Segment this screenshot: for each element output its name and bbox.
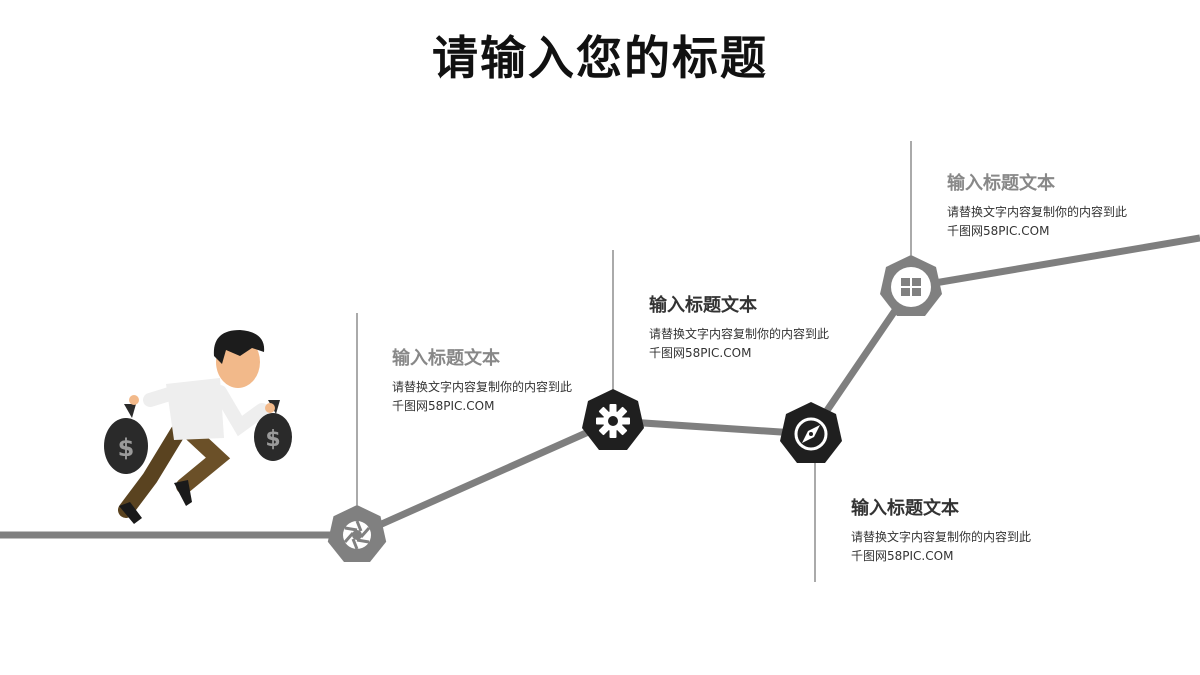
milestone-text-4: 输入标题文本 请替换文字内容复制你的内容到此 千图网58PIC.COM	[947, 169, 1177, 241]
milestone-node-4	[880, 255, 942, 316]
milestone-node-3	[780, 402, 842, 463]
milestone-heading: 输入标题文本	[649, 295, 757, 316]
milestone-heading: 输入标题文本	[392, 348, 500, 369]
page-title: 请输入您的标题	[432, 31, 768, 85]
man-running-illustration: $ $	[104, 330, 292, 524]
dollar-icon: $	[265, 427, 280, 452]
milestone-heading: 输入标题文本	[851, 498, 959, 519]
money-bag-left: $	[104, 395, 148, 474]
milestone-body-line: 请替换文字内容复制你的内容到此	[947, 205, 1128, 219]
money-bag-right: $	[254, 400, 292, 461]
milestone-body-line: 请替换文字内容复制你的内容到此	[851, 530, 1032, 544]
milestone-node-2	[582, 389, 644, 450]
aperture-icon	[343, 520, 371, 550]
milestone-body-line: 千图网58PIC.COM	[851, 549, 954, 563]
milestone-body-line: 千图网58PIC.COM	[947, 224, 1050, 238]
milestone-node-1	[327, 505, 387, 562]
progress-path	[0, 234, 1200, 539]
milestone-heading: 输入标题文本	[947, 173, 1055, 194]
dollar-icon: $	[118, 434, 135, 462]
milestone-body-line: 请替换文字内容复制你的内容到此	[649, 327, 830, 341]
milestone-body-line: 千图网58PIC.COM	[392, 399, 495, 413]
milestone-text-3: 输入标题文本 请替换文字内容复制你的内容到此 千图网58PIC.COM	[851, 494, 1081, 566]
milestone-body-line: 请替换文字内容复制你的内容到此	[392, 380, 573, 394]
compass-icon	[794, 417, 828, 451]
milestone-text-1: 输入标题文本 请替换文字内容复制你的内容到此 千图网58PIC.COM	[392, 344, 622, 416]
milestone-body-line: 千图网58PIC.COM	[649, 346, 752, 360]
gear-icon	[596, 404, 630, 438]
milestone-text-2: 输入标题文本 请替换文字内容复制你的内容到此 千图网58PIC.COM	[649, 291, 879, 363]
window-icon	[901, 278, 921, 296]
